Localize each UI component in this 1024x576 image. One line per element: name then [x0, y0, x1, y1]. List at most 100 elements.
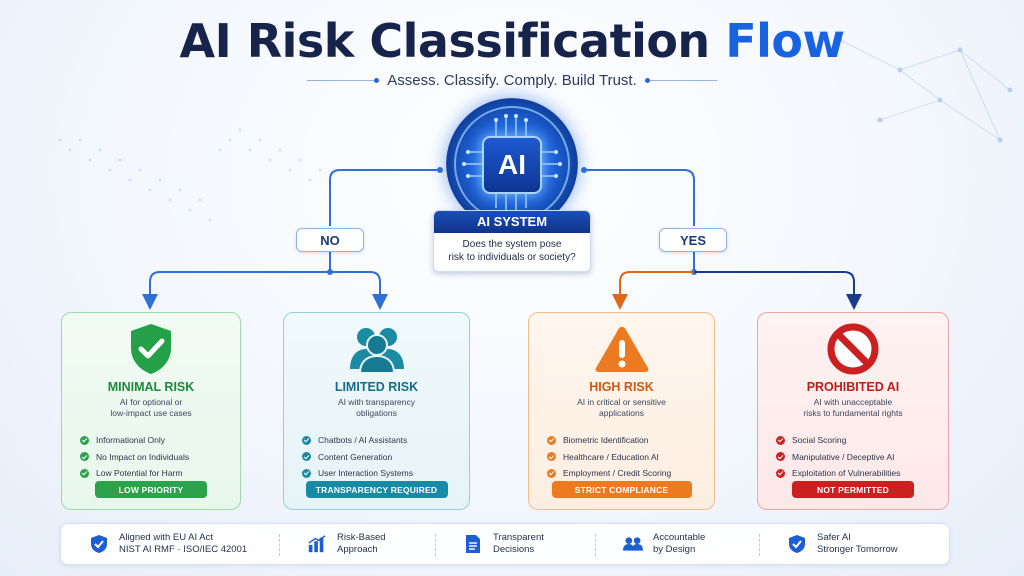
- footer-line-1: Aligned with EU AI Act: [119, 532, 213, 543]
- card-items: Biometric Identification Healthcare / Ed…: [529, 432, 714, 482]
- connector-to-limited: [330, 271, 388, 310]
- question-line-1: Does the system pose: [462, 239, 562, 250]
- list-item-text: Informational Only: [96, 435, 165, 446]
- circuit-lines-icon: [462, 114, 562, 212]
- footer-item-transparent: Transparent Decisions: [435, 524, 595, 564]
- card-title: LIMITED RISK: [334, 380, 419, 394]
- card-prohibited-ai: PROHIBITED AI AI with unacceptable risks…: [757, 312, 949, 510]
- check-icon: [547, 435, 556, 445]
- card-description: AI with transparency obligations: [307, 397, 447, 419]
- list-item-text: Chatbots / AI Assistants: [318, 435, 408, 446]
- list-item: Employment / Credit Scoring: [547, 465, 714, 482]
- list-item-text: Healthcare / Education AI: [563, 451, 659, 462]
- card-items: Chatbots / AI Assistants Content Generat…: [284, 432, 469, 482]
- card-desc-line-1: AI in critical or sensitive: [577, 397, 666, 407]
- check-icon: [80, 452, 89, 462]
- status-badge: STRICT COMPLIANCE: [551, 481, 692, 498]
- list-item: Low Potential for Harm: [80, 465, 240, 482]
- footer-item-safer-ai: Safer AI Stronger Tomorrow: [759, 524, 939, 564]
- footer-bar: Aligned with EU AI Act NIST AI RMF · ISO…: [60, 523, 950, 565]
- ai-chip: AI: [482, 136, 542, 194]
- card-items: Informational Only No Impact on Individu…: [62, 432, 240, 482]
- check-icon: [80, 435, 89, 445]
- users-icon: [348, 321, 406, 377]
- check-icon: [547, 452, 556, 462]
- card-title: PROHIBITED AI: [806, 380, 900, 394]
- status-badge: TRANSPARENCY REQUIRED: [305, 481, 448, 498]
- footer-text: Accountable by Design: [653, 532, 705, 556]
- list-item-text: Social Scoring: [792, 435, 847, 446]
- card-items: Social Scoring Manipulative / Deceptive …: [758, 432, 948, 482]
- ai-chip-label: AI: [498, 149, 526, 180]
- list-item: Biometric Identification: [547, 432, 714, 449]
- status-badge: LOW PRIORITY: [95, 481, 207, 498]
- check-icon: [776, 435, 785, 445]
- list-item: Content Generation: [302, 449, 469, 466]
- connector-to-prohibited: [694, 271, 862, 310]
- list-item-text: Exploitation of Vulnerabilities: [792, 468, 901, 479]
- footer-line-2: Approach: [337, 544, 378, 555]
- footer-item-compliance: Aligned with EU AI Act NIST AI RMF · ISO…: [61, 524, 279, 564]
- shield-check-icon: [127, 321, 175, 377]
- subtitle-divider-right: [644, 78, 717, 83]
- users-icon: [623, 534, 643, 554]
- list-item: Exploitation of Vulnerabilities: [776, 465, 948, 482]
- list-item-text: Content Generation: [318, 451, 393, 462]
- title-accent: Flow: [725, 14, 845, 68]
- check-icon: [776, 452, 785, 462]
- subtitle: Assess. Classify. Comply. Build Trust.: [387, 72, 637, 89]
- check-icon: [80, 468, 89, 478]
- list-item: No Impact on Individuals: [80, 449, 240, 466]
- card-desc-line-1: AI with unacceptable: [813, 397, 893, 407]
- footer-text: Transparent Decisions: [493, 532, 544, 556]
- card-limited-risk: LIMITED RISK AI with transparency obliga…: [283, 312, 470, 510]
- title-main: AI Risk Classification: [179, 14, 710, 68]
- footer-text: Risk-Based Approach: [337, 532, 386, 556]
- card-title: HIGH RISK: [589, 380, 654, 394]
- footer-item-accountable: Accountable by Design: [595, 524, 759, 564]
- shield-check-icon: [89, 534, 109, 554]
- card-description: AI with unacceptable risks to fundamenta…: [783, 397, 923, 419]
- connector-to-minimal: [142, 271, 330, 310]
- card-minimal-risk: MINIMAL RISK AI for optional or low-impa…: [61, 312, 241, 510]
- card-desc-line-2: obligations: [356, 408, 397, 418]
- yes-branch-label: YES: [659, 228, 727, 252]
- card-desc-line-1: AI with transparency: [337, 397, 415, 407]
- list-item-text: User Interaction Systems: [318, 468, 413, 479]
- status-badge: NOT PERMITTED: [792, 481, 914, 498]
- no-branch-label: NO: [296, 228, 364, 252]
- card-description: AI for optional or low-impact use cases: [81, 397, 221, 419]
- footer-line-1: Safer AI: [817, 532, 851, 543]
- footer-item-risk-based: Risk-Based Approach: [279, 524, 435, 564]
- check-icon: [302, 452, 311, 462]
- footer-line-1: Risk-Based: [337, 532, 386, 543]
- ai-system-node: AI SYSTEM Does the system pose risk to i…: [433, 210, 591, 272]
- check-icon: [776, 468, 785, 478]
- connector-to-high: [612, 271, 694, 310]
- footer-text: Aligned with EU AI Act NIST AI RMF · ISO…: [119, 532, 247, 556]
- document-icon: [463, 534, 483, 554]
- question-line-2: risk to individuals or society?: [448, 252, 576, 263]
- card-desc-line-2: applications: [599, 408, 644, 418]
- list-item: Manipulative / Deceptive AI: [776, 449, 948, 466]
- footer-line-2: NIST AI RMF · ISO/IEC 42001: [119, 544, 248, 555]
- list-item-text: Employment / Credit Scoring: [563, 468, 672, 479]
- list-item: Chatbots / AI Assistants: [302, 432, 469, 449]
- list-item: User Interaction Systems: [302, 465, 469, 482]
- subtitle-row: Assess. Classify. Comply. Build Trust.: [0, 72, 1024, 89]
- ai-system-question: Does the system pose risk to individuals…: [434, 233, 590, 264]
- footer-line-2: Stronger Tomorrow: [817, 544, 898, 555]
- list-item-text: Manipulative / Deceptive AI: [792, 451, 895, 462]
- card-desc-line-1: AI for optional or: [119, 397, 183, 407]
- card-title: MINIMAL RISK: [107, 380, 195, 394]
- ai-system-title: AI SYSTEM: [434, 211, 590, 233]
- bar-chart-icon: [307, 534, 327, 554]
- list-item-text: Low Potential for Harm: [96, 468, 183, 479]
- footer-line-2: Decisions: [493, 544, 535, 555]
- card-desc-line-2: risks to fundamental rights: [803, 408, 903, 418]
- connector-to-no: [329, 169, 440, 226]
- prohibited-icon: [827, 321, 879, 377]
- connector-to-yes: [584, 169, 695, 226]
- footer-line-2: by Design: [653, 544, 696, 555]
